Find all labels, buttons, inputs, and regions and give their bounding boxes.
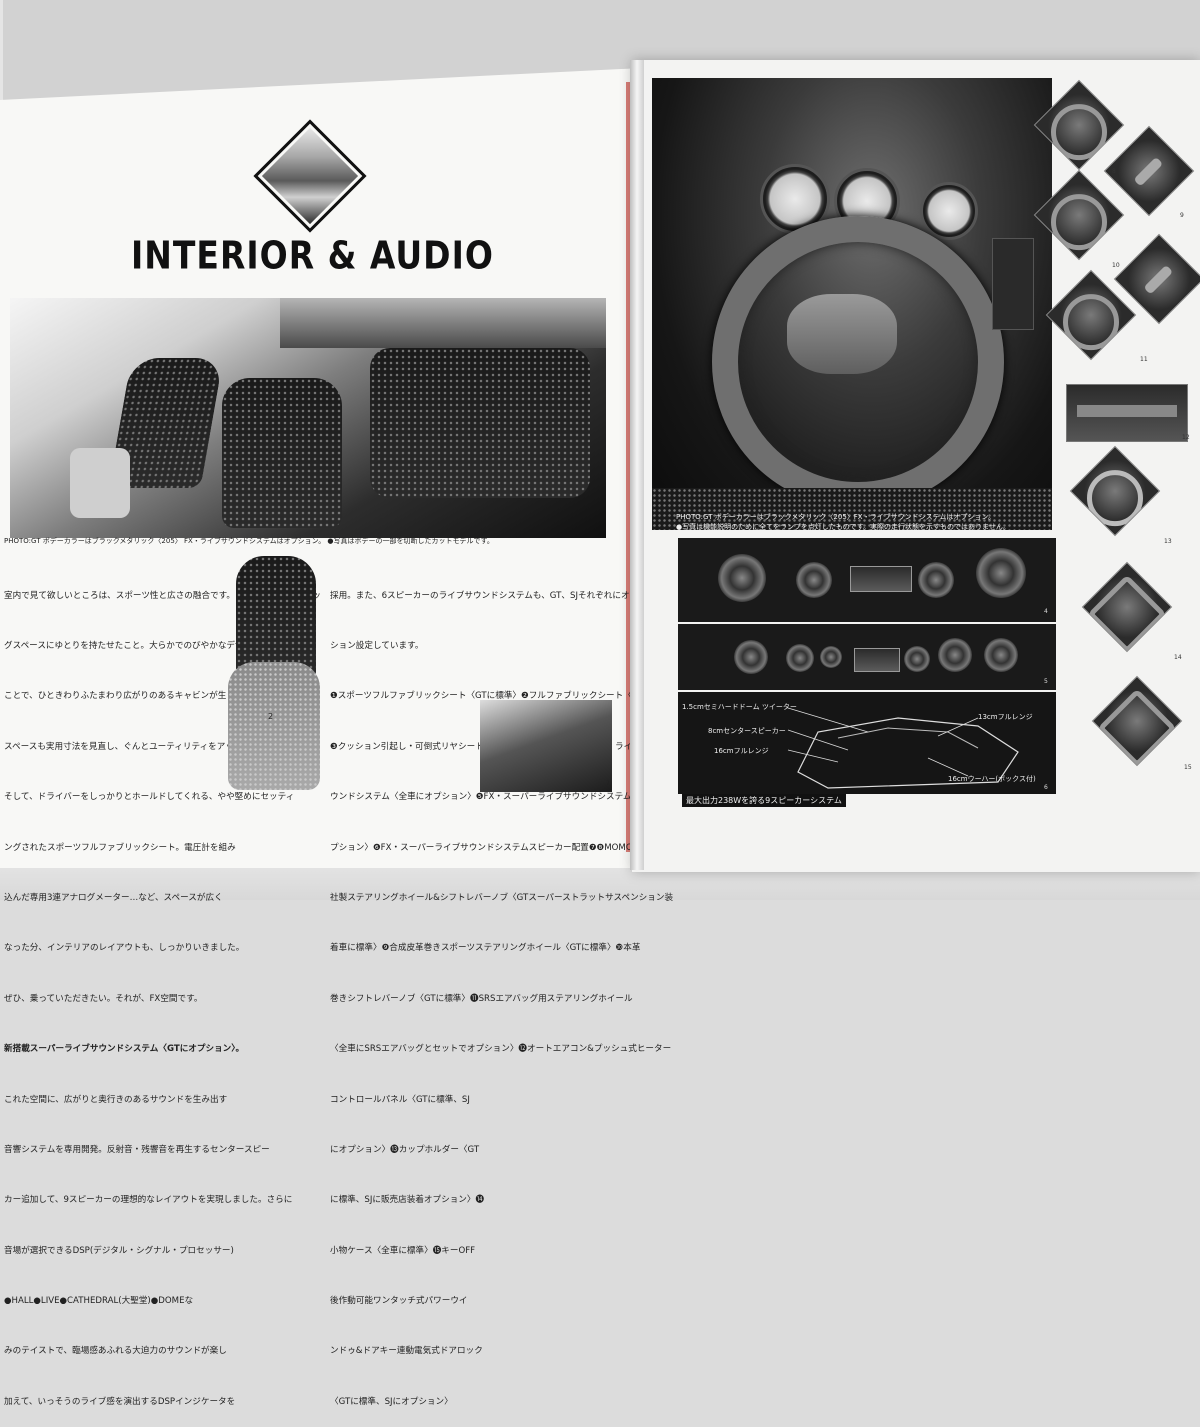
audio-deck (850, 566, 912, 592)
diamond-emblem (253, 119, 367, 233)
page-spine (630, 60, 644, 870)
speaker-layout-diagram: 1.5cmセミハードドーム ツイーター 8cmセンタースピーカー 16cmフルレ… (678, 692, 1056, 794)
door-panel (70, 448, 130, 518)
panel-number: 5 (1044, 678, 1048, 685)
text-line: ●HALL●LIVE●CATHEDRAL(大聖堂)●DOMEな (4, 1296, 194, 1307)
front-seat-right (222, 378, 342, 528)
rear-seat-photo (480, 700, 612, 792)
text-line: 小物ケース〈全車に標準〉⓯キーOFF (330, 1245, 476, 1256)
tweeter-label: 1.5cmセミハードドーム ツイーター (682, 703, 797, 711)
text-line: 〈GTに標準、SJにオプション〉 (330, 1396, 453, 1407)
subheading: 新搭載スーパーライブサウンドシステム〈GTにオプション〉。 (4, 1044, 245, 1055)
section-title: INTERIOR & AUDIO (131, 233, 494, 278)
airbag-hub (787, 294, 897, 374)
speaker-system-panel-6: 4 (678, 538, 1056, 622)
speaker-system-caption: 最大出力238Wを誇る9スピーカーシステム (682, 794, 846, 807)
text-line: 採用。また、6スピーカーのライブサウンドシステムも、GT、SJそれぞれにオプ (330, 590, 639, 601)
text-line: スペースも実用寸法を見直し、ぐんとユーティリティをアップさせています。 (4, 741, 302, 752)
thumb-number: 14 (1174, 654, 1182, 661)
car-outline-icon (787, 707, 1019, 789)
photo-number: 7 (606, 780, 610, 787)
speaker-unit (904, 646, 930, 672)
speaker-unit (718, 554, 766, 602)
control-buttons (1077, 405, 1177, 417)
speaker-unit (796, 562, 832, 598)
fabric-seat-photo (228, 662, 320, 790)
diamond-graphic (253, 119, 367, 233)
text-line: これた空間に、広がりと奥行きのあるサウンドを生み出す (4, 1094, 228, 1105)
speaker-unit (918, 562, 954, 598)
text-line: ❶スポーツフルファブリックシート〈GTに標準〉❷フルファブリックシート〈SJに標… (330, 691, 675, 702)
seat-fabric-foreground (652, 488, 1052, 530)
text-line: にオプション〉⓭カップホルダー〈GT (330, 1144, 480, 1155)
roof-lining (280, 298, 606, 348)
text-line: 加えて、いっそうのライブ感を演出するDSPインジケータを (4, 1396, 236, 1407)
speaker-unit (976, 548, 1026, 598)
text-line: プション〉❻FX・スーパーライブサウンドシステムスピーカー配置❼❽MOMO (330, 842, 633, 853)
thumb-number: 9 (1180, 212, 1184, 219)
page-edge (626, 82, 632, 852)
speaker-unit (786, 644, 814, 672)
dashboard-caption-2: ●写真は機能説明のために全てをランプを点灯したものです。実際の走行状態を示すもの… (676, 523, 1010, 531)
speaker-unit (820, 646, 842, 668)
shift-knob-icon (1143, 264, 1174, 295)
climate-control-panel (1066, 384, 1188, 442)
body-text-right: 採用。また、6スピーカーのライブサウンドシステムも、GT、SJそれぞれにオプ シ… (330, 554, 674, 1427)
shift-knob-icon (1133, 156, 1164, 187)
text-line: ンドゥ&ドアキー連動電気式ドアロック (330, 1346, 483, 1357)
text-line: 込んだ専用3連アナログメーター…など、スペースが広く (4, 892, 223, 903)
text-line: みのテイストで、臨場感あふれる大迫力のサウンドが楽し (4, 1346, 227, 1357)
thumb-number: 15 (1184, 764, 1192, 771)
speaker-system-panel-9: 5 (678, 624, 1056, 690)
speaker-unit (984, 638, 1018, 672)
text-line: 室内で見て欲しいところは、スポーツ性と広さの融合です。フロントもリヤもレッ (4, 590, 321, 601)
center-speaker-label: 8cmセンタースピーカー (708, 727, 786, 735)
text-line: に標準、SJに販売店装着オプション〉⓮ (330, 1195, 485, 1206)
rear-seat (370, 348, 590, 498)
interior-photo-caption: PHOTO:GT ボデーカラーはブラックメタリック〈205〉 FX・ライブサウン… (4, 537, 494, 545)
text-line: 〈全車にSRSエアバッグとセットでオプション〉⓬オートエアコン&プッシュ式ヒータ… (330, 1044, 672, 1055)
text-line: そして、ドライバーをしっかりとホールドしてくれる、やや堅めにセッティ (4, 792, 295, 803)
thumb-number: 10 (1112, 262, 1120, 269)
interior-photo (10, 298, 606, 538)
text-line: ション設定しています。 (330, 640, 424, 651)
speaker-unit (734, 640, 768, 674)
text-line: ことで、ひときわりふたまわり広がりのあるキャビンが生まれました。ラゲッジ (4, 691, 313, 702)
panel-number: 6 (1044, 784, 1048, 791)
audio-deck (854, 648, 900, 672)
thumb-number: 13 (1164, 538, 1172, 545)
text-line: コントロールパネル〈GTに標準、SJ (330, 1094, 470, 1105)
thumb-number: 12 (1182, 434, 1190, 441)
text-line: 音場が選択できるDSP(デジタル・シグナル・プロセッサー) (4, 1245, 234, 1256)
fullrange-16-label: 16cmフルレンジ (714, 747, 769, 755)
text-line: 社製ステアリングホイール&シフトレバーノブ〈GTスーパーストラットサスペンション… (330, 892, 674, 903)
dashboard-photo (652, 78, 1052, 530)
text-line: グスペースにゆとりを持たせたこと。大らかでのびやかなデザインを施した (4, 640, 296, 651)
text-line: ングされたスポーツフルファブリックシート。電圧計を組み (4, 842, 236, 853)
fullrange-13-label: 13cmフルレンジ (978, 713, 1033, 721)
text-line: ぜひ、乗っていただきたい。それが、FX空間です。 (4, 993, 203, 1004)
thumb-number: 8 (1112, 168, 1116, 175)
woofer-label: 16cmウーハー(ボックス付) (948, 775, 1036, 783)
text-line: 巻きシフトレバーノブ〈GTに標準〉⓫SRSエアバッグ用ステアリングホイール (330, 993, 633, 1004)
text-line: 音響システムを専用開発。反射音・残響音を再生するセンタースピー (4, 1144, 270, 1155)
dashboard-caption-1: PHOTO:GT ボデーカラーはブラックメタリック〈205〉FX・ライブサウンド… (676, 513, 995, 521)
text-line: ウンドシステム〈全車にオプション〉❺FX・スーパーライブサウンドシステム〈GTに… (330, 792, 669, 803)
text-line: 後作動可能ワンタッチ式パワーウイ (330, 1296, 468, 1307)
text-line: 着車に標準〉❾合成皮革巻きスポーツステアリングホイール〈GTに標準〉❿本革 (330, 943, 641, 954)
text-line: なった分、インテリアのレイアウトも、しっかりいきました。 (4, 943, 245, 954)
seat-number: 2 (268, 712, 274, 721)
panel-number: 4 (1044, 608, 1048, 615)
text-line: カー追加して、9スピーカーの理想的なレイアウトを実現しました。さらに (4, 1195, 293, 1206)
center-vents (992, 238, 1034, 330)
voltmeter (920, 182, 978, 240)
speaker-unit (938, 638, 972, 672)
thumb-number: 11 (1140, 356, 1148, 363)
